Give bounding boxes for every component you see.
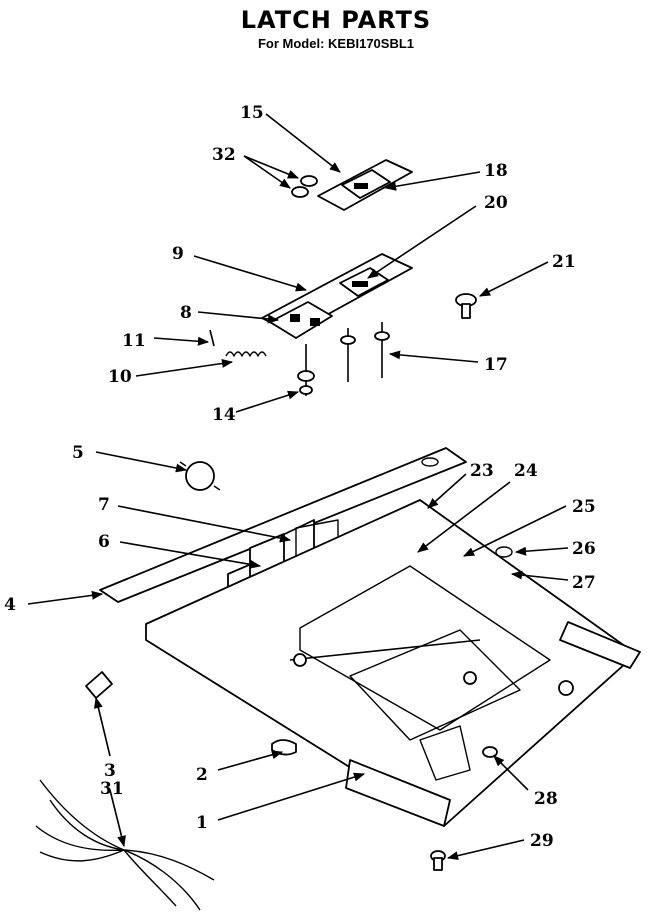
- model-subtitle: For Model: KEBI170SBL1: [257, 36, 415, 51]
- callout-2: 2: [196, 765, 208, 785]
- part-17-screws: [340, 322, 390, 382]
- part-11-pin: [209, 329, 215, 347]
- callout-20: 20: [484, 193, 508, 213]
- callout-6: 6: [98, 532, 110, 552]
- callout-9: 9: [172, 244, 184, 264]
- callout-27: 27: [572, 573, 596, 593]
- callout-3: 3: [104, 761, 116, 781]
- page-title: LATCH PARTS: [240, 6, 432, 34]
- callout-23: 23: [470, 461, 494, 481]
- callout-17: 17: [484, 355, 508, 375]
- part-26-clip: [495, 546, 513, 558]
- part-2-tab: [271, 739, 297, 756]
- callout-5: 5: [72, 443, 84, 463]
- part-28-nut: [482, 746, 498, 758]
- callout-1: 1: [196, 813, 208, 833]
- callout-25: 25: [572, 497, 596, 517]
- leader-lines: [27, 113, 569, 861]
- callout-32: 32: [212, 145, 236, 165]
- part-32-nuts: [291, 175, 318, 198]
- part-5-thermostat: [179, 461, 221, 491]
- part-1-base-plate: [145, 499, 641, 827]
- callout-11: 11: [122, 331, 146, 351]
- part-10-spring: [225, 351, 267, 357]
- callout-31: 31: [100, 779, 124, 799]
- callout-10: 10: [108, 367, 132, 387]
- callout-14: 14: [212, 405, 236, 425]
- callout-29: 29: [530, 831, 554, 851]
- part-14-screw: [297, 344, 315, 396]
- part-3-connector: [85, 671, 113, 699]
- callout-8: 8: [180, 303, 192, 323]
- callout-18: 18: [484, 161, 508, 181]
- part-15-bracket: [317, 159, 413, 211]
- callout-4: 4: [4, 595, 16, 615]
- callout-21: 21: [552, 252, 576, 272]
- part-29-screw: [430, 850, 446, 871]
- callout-26: 26: [572, 539, 596, 559]
- part-4-strip: [99, 447, 467, 603]
- part-21-knob: [455, 293, 477, 319]
- callout-28: 28: [534, 789, 558, 809]
- callout-24: 24: [514, 461, 538, 481]
- callout-7: 7: [98, 495, 110, 515]
- part-31-wire-harness: [35, 779, 215, 911]
- part-8-switch: [269, 301, 333, 339]
- callout-15: 15: [240, 103, 264, 123]
